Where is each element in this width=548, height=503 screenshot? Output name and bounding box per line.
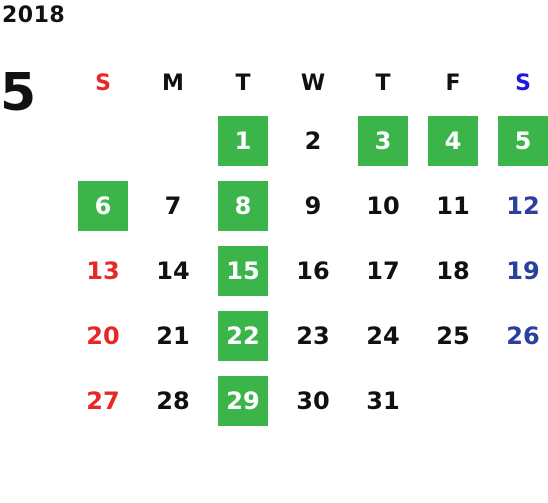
calendar-day[interactable]: 3 [358,115,408,166]
calendar-day[interactable]: 2 [304,126,322,155]
calendar-day[interactable]: 1 [218,115,268,166]
calendar-day[interactable]: 18 [436,256,470,285]
weekday-tuesday: T [235,70,251,96]
calendar-empty-day [428,376,478,426]
calendar-day[interactable]: 9 [304,191,322,220]
weekday-saturday: S [515,70,531,96]
calendar-day[interactable]: 13 [86,256,120,285]
calendar-day[interactable]: 7 [164,191,182,220]
calendar-week-row: 13 14 15 16 17 18 19 [68,238,548,303]
weekday-friday: F [445,70,461,96]
calendar-day[interactable]: 22 [218,310,268,361]
calendar-day[interactable]: 6 [78,180,128,231]
calendar-day[interactable]: 21 [156,321,190,350]
calendar-day[interactable]: 27 [86,386,120,415]
calendar-day[interactable]: 19 [506,256,540,285]
calendar-day[interactable]: 24 [366,321,400,350]
calendar-empty-day [148,116,198,166]
weekday-thursday: T [375,70,391,96]
calendar-day[interactable]: 4 [428,115,478,166]
calendar-year: 2018 [2,3,66,28]
calendar-day[interactable]: 31 [366,386,400,415]
calendar-day[interactable]: 17 [366,256,400,285]
calendar-day[interactable]: 26 [506,321,540,350]
weekday-sunday: S [95,70,111,96]
calendar-day[interactable]: 5 [498,115,548,166]
weekday-monday: M [162,70,184,96]
calendar-day[interactable]: 20 [86,321,120,350]
calendar-day[interactable]: 28 [156,386,190,415]
calendar-week-row: 6 7 8 9 10 11 12 [68,173,548,238]
calendar-day[interactable]: 14 [156,256,190,285]
calendar-day[interactable]: 30 [296,386,330,415]
calendar-day[interactable]: 29 [218,375,268,426]
calendar-day[interactable]: 15 [218,245,268,296]
calendar-day[interactable]: 12 [506,191,540,220]
calendar-week-row: 27 28 29 30 31 [68,368,548,433]
calendar-week-row: 20 21 22 23 24 25 26 [68,303,548,368]
calendar-day[interactable]: 10 [366,191,400,220]
calendar-month: 5 [0,63,37,123]
calendar-day[interactable]: 25 [436,321,470,350]
calendar-empty-day [78,116,128,166]
calendar-day[interactable]: 11 [436,191,470,220]
weekday-header-row: S M T W T F S [68,58,548,108]
calendar-day[interactable]: 8 [218,180,268,231]
weekday-wednesday: W [300,70,326,96]
calendar-empty-day [498,376,548,426]
calendar-day[interactable]: 16 [296,256,330,285]
calendar-day[interactable]: 23 [296,321,330,350]
